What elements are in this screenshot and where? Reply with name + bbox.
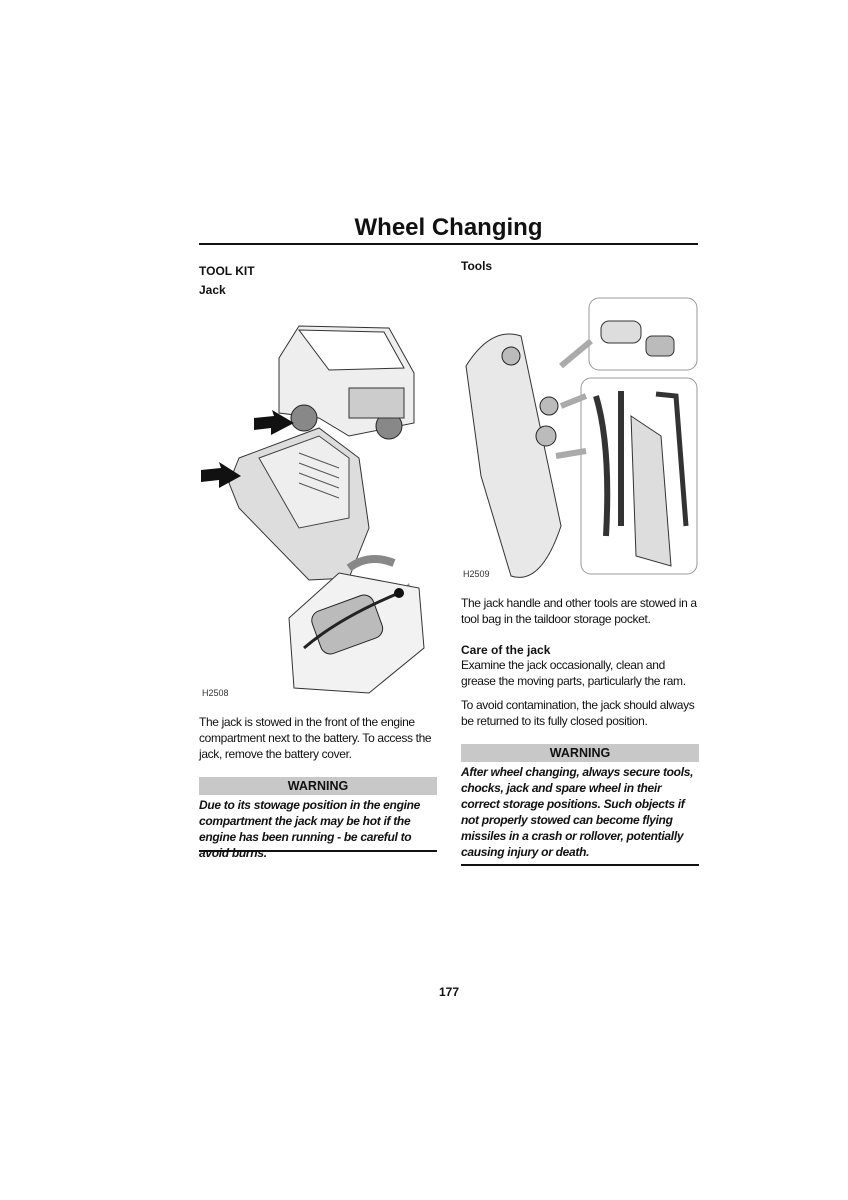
contamination-text: To avoid contamination, the jack should … <box>461 698 695 728</box>
care-text: Examine the jack occasionally, clean and… <box>461 658 686 688</box>
warning-rule <box>461 864 699 866</box>
jack-stowage-illustration <box>201 325 425 694</box>
care-heading: Care of the jack <box>461 643 551 657</box>
warning-label: WARNING <box>461 744 699 762</box>
warning-text: After wheel changing, always secure tool… <box>461 765 694 859</box>
page-title: Wheel Changing <box>354 214 543 241</box>
jack-stowage-text: The jack is stowed in the front of the e… <box>199 715 432 761</box>
section-heading: TOOL KIT <box>199 264 255 278</box>
figure-code: H2509 <box>463 569 490 579</box>
page-number: 177 <box>438 985 460 999</box>
warning-label: WARNING <box>199 777 437 795</box>
warning-rule <box>199 850 437 852</box>
jack-heading: Jack <box>199 283 226 297</box>
title-rule <box>199 243 698 245</box>
figure-code: H2508 <box>202 688 229 698</box>
warning-text: Due to its stowage position in the engin… <box>199 798 421 860</box>
tool-bag-text: The jack handle and other tools are stow… <box>461 596 697 626</box>
tool-bag-illustration <box>465 297 698 578</box>
tools-heading: Tools <box>461 259 493 273</box>
